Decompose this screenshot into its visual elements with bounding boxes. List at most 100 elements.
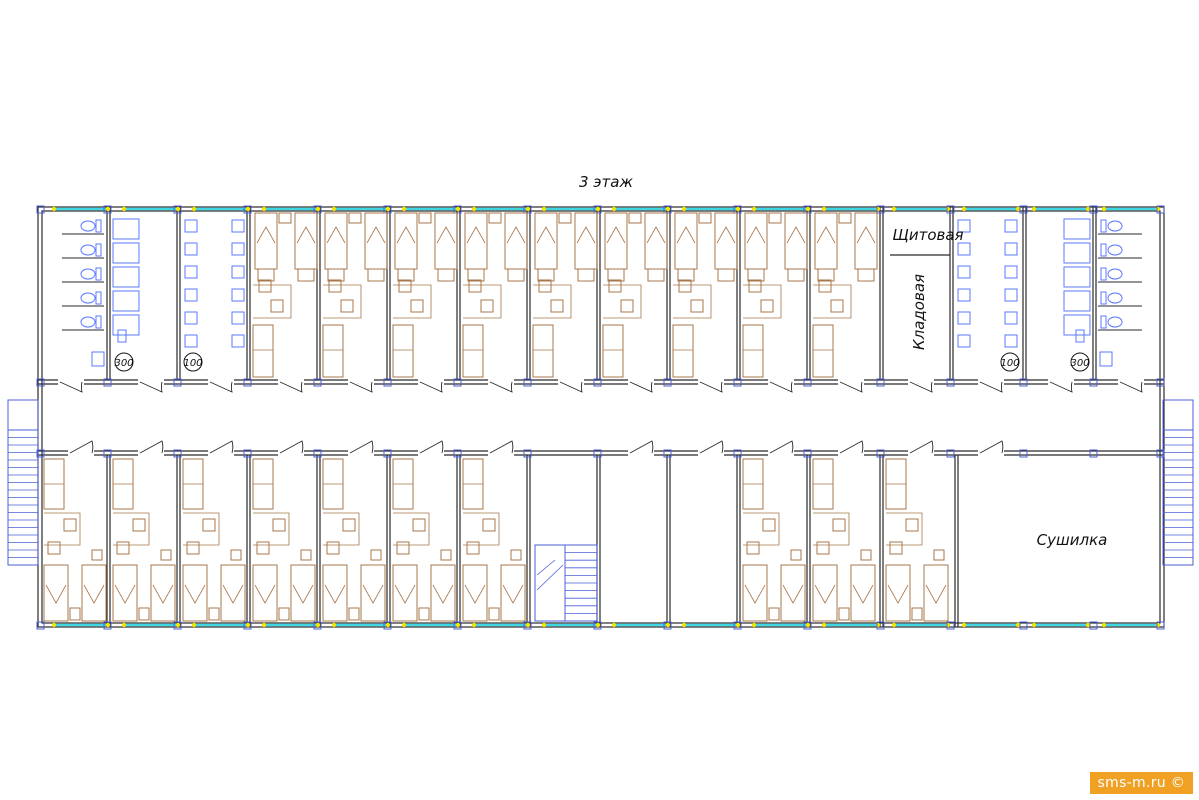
column bbox=[946, 378, 955, 387]
door-gap bbox=[348, 449, 374, 456]
bed bbox=[150, 564, 176, 622]
door-gap bbox=[768, 379, 794, 386]
washbasin bbox=[957, 288, 971, 302]
wc-stall-left bbox=[62, 266, 140, 288]
door-swing bbox=[419, 381, 443, 393]
wardrobe bbox=[322, 324, 344, 378]
bedroom-bottom bbox=[812, 458, 876, 622]
bedroom-bottom bbox=[252, 458, 316, 622]
badge-right-wc: 300 bbox=[1070, 352, 1090, 372]
window-joint bbox=[821, 622, 827, 628]
washbasin bbox=[231, 265, 245, 279]
nightstand bbox=[138, 607, 150, 621]
toilet bbox=[1107, 292, 1123, 304]
window-joint bbox=[611, 622, 617, 628]
bed-pillow bbox=[856, 226, 876, 244]
door-swing bbox=[839, 381, 863, 393]
toilet-tank bbox=[95, 315, 102, 329]
column bbox=[1019, 621, 1028, 630]
chair bbox=[608, 279, 622, 293]
staircase-center bbox=[534, 544, 598, 622]
chair bbox=[398, 279, 412, 293]
window-joint bbox=[245, 206, 251, 212]
column bbox=[593, 621, 602, 630]
window-joint bbox=[875, 622, 881, 628]
door-swing bbox=[909, 381, 933, 393]
washbasin bbox=[231, 334, 245, 348]
chair bbox=[116, 541, 130, 555]
chair bbox=[326, 541, 340, 555]
chair bbox=[538, 279, 552, 293]
door-swing bbox=[349, 381, 373, 393]
bed-pillow bbox=[45, 584, 67, 604]
chair bbox=[690, 299, 704, 313]
bed bbox=[43, 564, 69, 622]
bed-pillow bbox=[256, 226, 276, 244]
column bbox=[173, 449, 182, 458]
stair-arrow bbox=[536, 559, 564, 591]
column bbox=[103, 378, 112, 387]
bedroom-top bbox=[392, 212, 458, 378]
bedroom-top bbox=[672, 212, 738, 378]
window-joint bbox=[471, 206, 477, 212]
nightstand bbox=[488, 212, 502, 224]
bed-pillow bbox=[646, 226, 666, 244]
bed bbox=[500, 564, 526, 622]
column bbox=[103, 449, 112, 458]
column bbox=[453, 378, 462, 387]
bed-end bbox=[367, 268, 385, 282]
badge-left-wc-text: 300 bbox=[114, 358, 133, 369]
bed-pillow bbox=[362, 584, 384, 604]
column bbox=[1089, 449, 1098, 458]
column bbox=[733, 378, 742, 387]
window-joint bbox=[735, 206, 741, 212]
bedroom-top bbox=[532, 212, 598, 378]
chair bbox=[202, 518, 216, 532]
bed-end bbox=[787, 268, 805, 282]
wardrobe bbox=[532, 324, 554, 378]
chair bbox=[160, 549, 172, 561]
desk bbox=[886, 512, 923, 546]
door-gap bbox=[348, 379, 374, 386]
window-joint bbox=[665, 206, 671, 212]
desk bbox=[393, 512, 430, 546]
watermark-badge[interactable]: sms-m.ru © bbox=[1089, 772, 1193, 794]
column bbox=[1156, 621, 1165, 630]
wardrobe bbox=[812, 324, 834, 378]
nightstand bbox=[278, 212, 292, 224]
bed bbox=[81, 564, 107, 622]
column bbox=[876, 205, 885, 214]
nightstand bbox=[628, 212, 642, 224]
window-joint bbox=[541, 622, 547, 628]
column bbox=[876, 449, 885, 458]
shower bbox=[1063, 218, 1091, 240]
window-joint bbox=[891, 206, 897, 212]
door-gap bbox=[418, 379, 444, 386]
bed bbox=[360, 564, 386, 622]
washbasin bbox=[1004, 265, 1018, 279]
column bbox=[1089, 205, 1098, 214]
door-gap bbox=[558, 379, 584, 386]
staircase-right bbox=[1162, 399, 1194, 566]
shower bbox=[1063, 266, 1091, 288]
bed-pillow bbox=[114, 584, 136, 604]
bed-end bbox=[717, 268, 735, 282]
chair bbox=[412, 518, 426, 532]
column bbox=[803, 449, 812, 458]
bed bbox=[220, 564, 246, 622]
column bbox=[523, 378, 532, 387]
door-swing bbox=[629, 440, 654, 454]
bed-pillow bbox=[254, 584, 276, 604]
washbasin bbox=[184, 265, 198, 279]
window-joint bbox=[595, 622, 601, 628]
door-gap bbox=[978, 449, 1004, 456]
nightstand bbox=[698, 212, 712, 224]
column bbox=[1089, 621, 1098, 630]
stair-landing bbox=[7, 399, 39, 431]
door-swing bbox=[419, 440, 444, 454]
column bbox=[243, 205, 252, 214]
wc-stall-left bbox=[62, 314, 140, 336]
desk bbox=[463, 284, 502, 319]
washbasin bbox=[1004, 219, 1018, 233]
wardrobe bbox=[462, 324, 484, 378]
